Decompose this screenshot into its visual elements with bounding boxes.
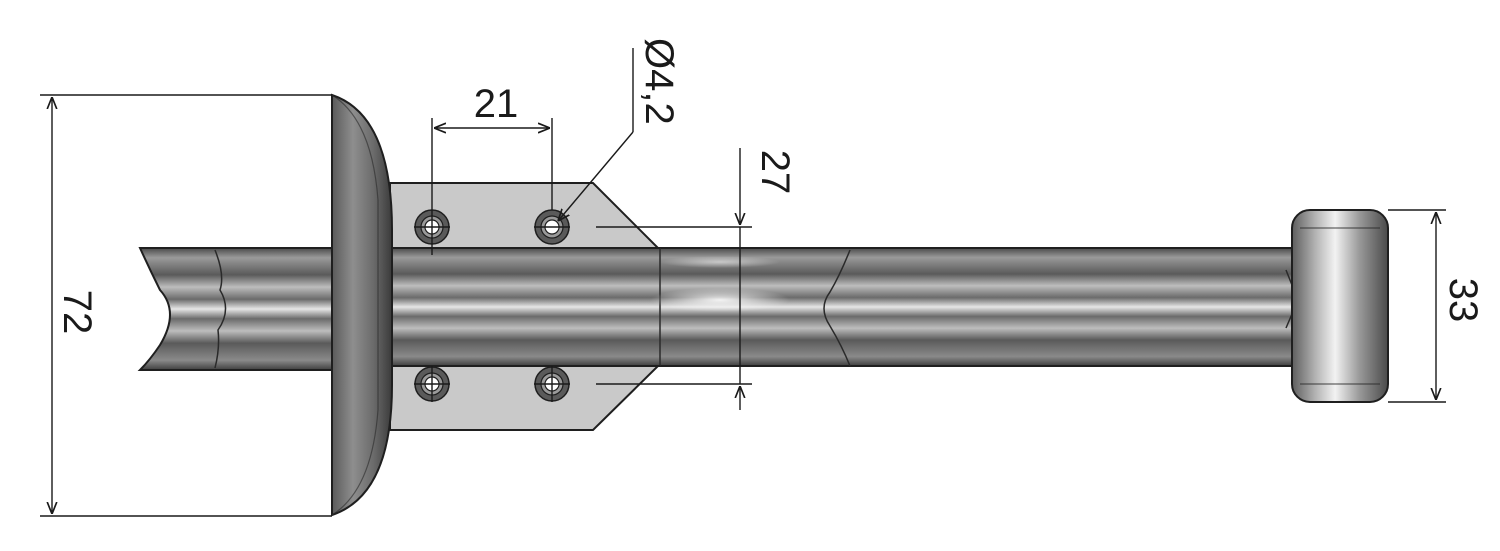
dimension-overall-height: 72 xyxy=(40,94,332,517)
dimension-hole-spacing: 21 xyxy=(431,82,553,255)
dimension-hole-diameter: Ø4,2 xyxy=(558,38,681,221)
dimension-hole-row-spacing: 27 xyxy=(596,148,797,410)
dimension-label-overall-height: 72 xyxy=(55,290,99,335)
mounting-plate xyxy=(389,182,661,431)
dimension-label-end-cap-height: 33 xyxy=(1441,278,1485,323)
dimension-label-hole-diameter: Ø4,2 xyxy=(637,38,681,125)
flange xyxy=(331,93,393,517)
dimension-label-hole-spacing: 21 xyxy=(474,82,519,126)
dimension-label-hole-row-spacing: 27 xyxy=(753,150,797,195)
dimension-end-cap-height: 33 xyxy=(1388,209,1485,403)
left-rail-stub xyxy=(137,247,336,371)
end-cap xyxy=(1291,209,1389,403)
main-rail xyxy=(384,247,1299,367)
hole-center-lines xyxy=(414,226,570,402)
